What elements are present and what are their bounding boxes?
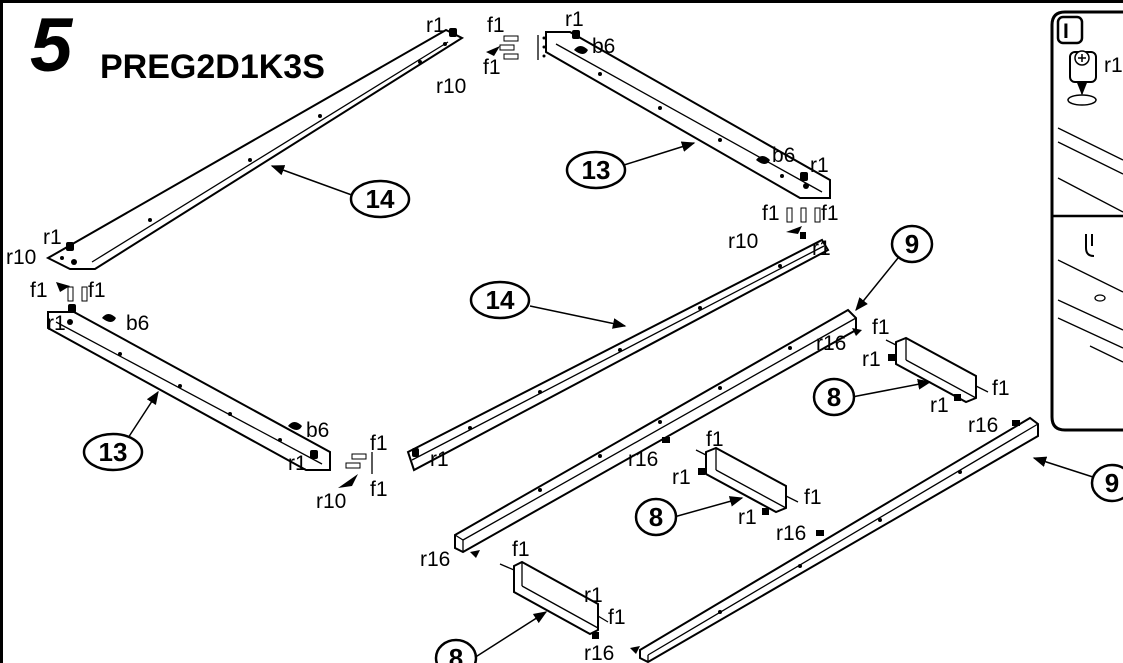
label-r10: r10: [728, 230, 758, 253]
part-14-middle-rail: [406, 238, 830, 472]
callout-13-upper: 13: [565, 141, 696, 190]
label-f1: f1: [804, 486, 822, 509]
label-r1: r1: [862, 348, 881, 371]
label-r16: r16: [776, 522, 806, 545]
inset-hardware-label: r1: [1104, 54, 1123, 77]
label-f1: f1: [821, 202, 839, 225]
label-r1: r1: [43, 226, 62, 249]
dowels-top-center: [486, 35, 546, 60]
callout-8-middle: 8: [634, 496, 744, 537]
label-r1: r1: [812, 237, 831, 260]
callout-13-lower: 13: [82, 390, 159, 472]
label-b6: b6: [592, 35, 615, 58]
part-8-middle-block: [695, 446, 799, 515]
hardware-labels: r1 r10 f1 f1 r1 b6 b6 r1 f1 f1 r10 r1 r1…: [6, 8, 1010, 663]
part-9-middle-panel: [454, 308, 862, 558]
label-r1: r1: [47, 312, 66, 335]
label-b6: b6: [126, 312, 149, 335]
label-r16: r16: [628, 448, 658, 471]
label-f1: f1: [30, 279, 48, 302]
step-number: 5: [30, 3, 73, 88]
label-f1: f1: [872, 316, 890, 339]
label-r10: r10: [6, 246, 36, 269]
label-r1: r1: [430, 448, 449, 471]
frame-border-top: [0, 0, 1123, 3]
frame-border-left: [0, 0, 3, 663]
part-13-lower-rail: [47, 304, 331, 471]
label-r16: r16: [816, 332, 846, 355]
callout-14-middle: 14: [469, 280, 627, 329]
callout-8-upper: 8: [812, 377, 932, 417]
label-f1: f1: [487, 14, 505, 37]
label-r16: r16: [420, 548, 450, 571]
inset-detail-panel: [1050, 10, 1123, 432]
label-r10: r10: [436, 75, 466, 98]
label-r1: r1: [288, 452, 307, 475]
label-r1: r1: [426, 14, 445, 37]
label-f1: f1: [608, 606, 626, 629]
dowels-lower-left: [338, 452, 373, 488]
label-r1: r1: [930, 394, 949, 417]
label-r1: r1: [810, 154, 829, 177]
callout-label: 13: [582, 155, 611, 185]
label-f1: f1: [512, 538, 530, 561]
label-f1: f1: [762, 202, 780, 225]
part-9-bottom-panel: [630, 416, 1039, 663]
part-8-upper-block: [885, 336, 989, 404]
label-r1: r1: [672, 466, 691, 489]
callout-label: 8: [827, 382, 841, 412]
label-b6: b6: [772, 144, 795, 167]
part-14-upper-rail: [45, 28, 465, 270]
label-f1: f1: [88, 279, 106, 302]
label-b6: b6: [306, 419, 329, 442]
label-f1: f1: [370, 432, 388, 455]
part-13-upper-rail: [545, 30, 831, 199]
label-r1: r1: [738, 506, 757, 529]
label-f1: f1: [992, 377, 1010, 400]
callout-8-lower: 8: [434, 611, 548, 663]
label-f1: f1: [483, 56, 501, 79]
callout-label: 8: [649, 502, 663, 532]
callout-label: 8: [449, 643, 463, 663]
callout-label: 9: [1105, 468, 1119, 498]
label-r1: r1: [565, 8, 584, 31]
callout-14-upper: 14: [270, 165, 411, 219]
callout-label: 9: [905, 229, 919, 259]
callout-9-lower: 9: [1032, 456, 1123, 503]
label-r10: r10: [316, 490, 346, 513]
callout-label: 13: [99, 437, 128, 467]
dowels-left: [56, 282, 88, 302]
dowels-right-middle: [786, 207, 821, 239]
callout-9-upper: 9: [855, 224, 934, 312]
label-r16: r16: [968, 414, 998, 437]
part-8-bottom-block: [499, 560, 609, 639]
label-r16: r16: [584, 642, 614, 663]
callout-label: 14: [366, 184, 395, 214]
label-r1: r1: [584, 584, 603, 607]
label-f1: f1: [370, 478, 388, 501]
cam-lock-icon: [1067, 50, 1097, 106]
callout-label: 14: [486, 285, 515, 315]
label-f1: f1: [706, 428, 724, 451]
model-code: PREG2D1K3S: [100, 48, 325, 86]
inset-badge-label: I: [1063, 20, 1069, 43]
